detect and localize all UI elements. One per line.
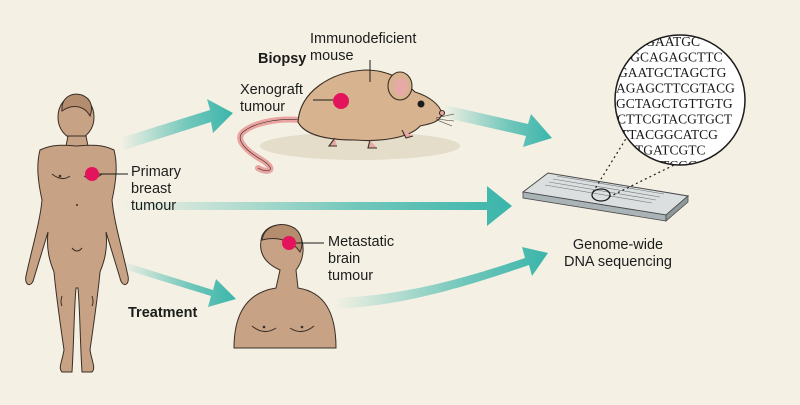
arrow-to-mouse — [120, 99, 233, 150]
dna-sequence-line: CTGATCGTC — [626, 143, 706, 158]
dna-magnifier: CTGAATGCTGCAGAGCTTCGAATGCTAGCTGAGAGCTTCG… — [614, 34, 746, 173]
dna-sequence-line: GAATGCTAGCTG — [618, 65, 727, 80]
dna-sequence-line: AGAGCTTCGTACG — [616, 81, 735, 96]
label-xenograft-tumour: Xenograft tumour — [240, 82, 303, 115]
dna-sequence-line: TTACGGCATCG — [620, 127, 718, 142]
dna-sequence-line: TGCAGAGCTTC — [622, 50, 723, 65]
label-primary-breast-tumour: Primary breast tumour — [131, 164, 181, 214]
mouse-figure — [237, 69, 460, 174]
label-metastatic-brain-tumour: Metastatic brain tumour — [328, 234, 395, 284]
arrow-to-metastasis — [120, 262, 236, 307]
dna-sequence-line: GCTAGCTGTTGTG — [616, 96, 733, 111]
label-genome-sequencing: Genome-wide DNA sequencing — [563, 237, 672, 270]
sequencing-chip — [521, 172, 690, 222]
label-biopsy: Biopsy — [258, 51, 307, 67]
primary-tumour-dot — [85, 167, 99, 181]
metastasis-figure — [233, 224, 337, 349]
label-treatment: Treatment — [128, 305, 198, 321]
xenograft-tumour-dot — [333, 93, 349, 109]
patient-figure — [25, 93, 129, 373]
brain-tumour-dot — [282, 236, 296, 250]
arrow-metastasis-to-sequencing — [334, 247, 548, 309]
arrow-primary-to-sequencing — [120, 186, 512, 226]
zoom-lines — [592, 134, 736, 198]
label-immunodeficient-mouse: Immunodeficient mouse — [310, 31, 417, 64]
arrow-mouse-to-sequencing — [442, 105, 552, 147]
dna-sequence-line: CTTCGTACGTGCT — [617, 112, 733, 127]
dna-sequence-line: GCTTCGG — [634, 158, 698, 173]
